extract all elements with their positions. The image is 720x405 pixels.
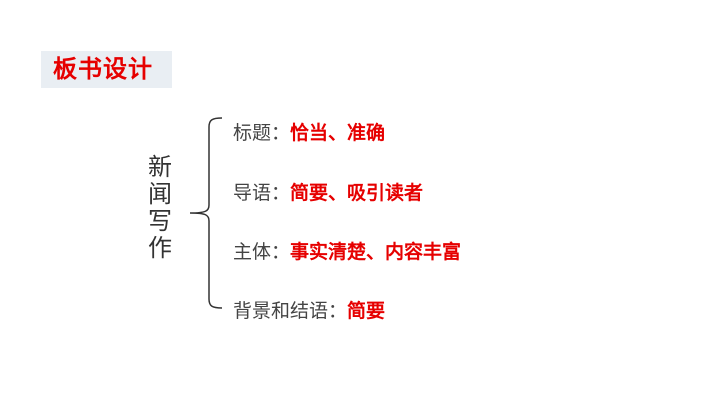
list-item: 导语：简要、吸引读者 <box>233 181 423 205</box>
list-item: 标题：恰当、准确 <box>233 121 385 145</box>
topic-char: 写 <box>148 207 172 235</box>
title-box: 板书设计 <box>41 51 172 88</box>
item-value: 恰当、准确 <box>290 122 386 144</box>
topic-vertical-text: 新 闻 写 作 <box>146 154 174 262</box>
item-label: 导语： <box>233 182 291 204</box>
curly-brace <box>189 117 223 309</box>
item-value: 简要 <box>347 300 386 322</box>
topic-char: 作 <box>148 234 172 262</box>
topic-char: 新 <box>148 153 172 181</box>
item-label: 主体： <box>233 241 291 263</box>
list-item: 背景和结语：简要 <box>233 299 385 323</box>
slide-title: 板书设计 <box>53 55 153 83</box>
item-label: 背景和结语： <box>233 300 348 322</box>
list-item: 主体：事实清楚、内容丰富 <box>233 240 461 264</box>
item-value: 简要、吸引读者 <box>290 182 424 204</box>
topic-char: 闻 <box>148 180 172 208</box>
item-value: 事实清楚、内容丰富 <box>290 241 462 263</box>
item-label: 标题： <box>233 122 291 144</box>
